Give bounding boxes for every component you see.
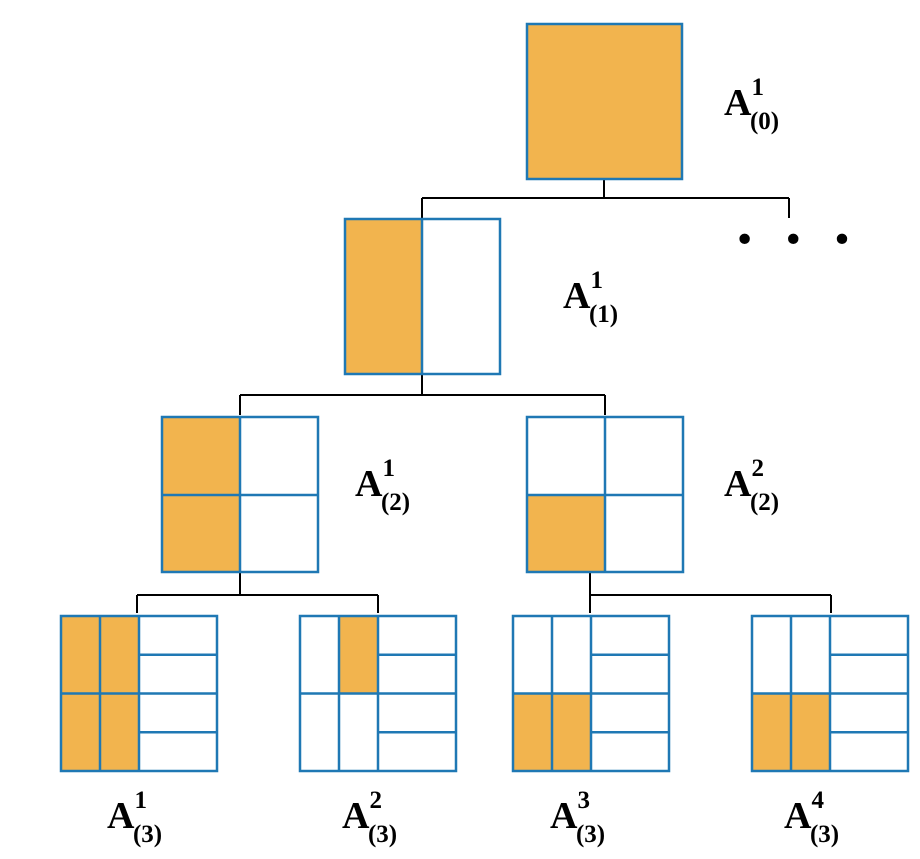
fill-l3-2	[339, 616, 378, 694]
block-l1	[343, 217, 502, 376]
node-labels: A1(0) A1(1) A1(2) A2(2) A1(3) A2(3) A3(3…	[107, 74, 839, 848]
label-l1: A1(1)	[563, 267, 618, 328]
block-l3-1	[59, 614, 219, 773]
level-3-blocks	[59, 614, 910, 773]
label-l0: A1(0)	[724, 74, 779, 135]
cell-l0	[525, 22, 684, 181]
fill-l1	[345, 219, 422, 374]
label-l2-1: A1(2)	[355, 455, 410, 516]
label-l3-4: A4(3)	[784, 787, 839, 848]
block-l2-2	[525, 415, 685, 574]
block-l2-1	[160, 415, 320, 574]
block-l3-3	[511, 614, 671, 773]
label-l2-2: A2(2)	[724, 455, 779, 516]
connector-l2-1-children	[136, 572, 379, 613]
fill-l3-3	[513, 693, 552, 771]
fill-l3-3	[552, 693, 591, 771]
connector-l1-children	[239, 374, 606, 415]
block-l3-2	[298, 614, 458, 773]
block-l0	[525, 22, 684, 181]
fill-l3-4	[791, 693, 830, 771]
connector-l0-children	[421, 180, 790, 218]
block-l3-4	[750, 614, 910, 773]
fill-l3-1	[100, 616, 139, 694]
tree-connectors	[136, 180, 832, 613]
fill-l2-2	[527, 495, 605, 572]
fill-l3-1	[61, 693, 100, 771]
connector-l2-2-children	[589, 572, 832, 613]
label-l3-2: A2(3)	[342, 787, 397, 848]
label-l3-1: A1(3)	[107, 787, 162, 848]
label-l3-3: A3(3)	[550, 787, 605, 848]
fill-l3-1	[61, 616, 100, 694]
fill-l3-4	[752, 693, 791, 771]
fill-l3-1	[100, 693, 139, 771]
ellipsis: • • •	[734, 220, 861, 261]
